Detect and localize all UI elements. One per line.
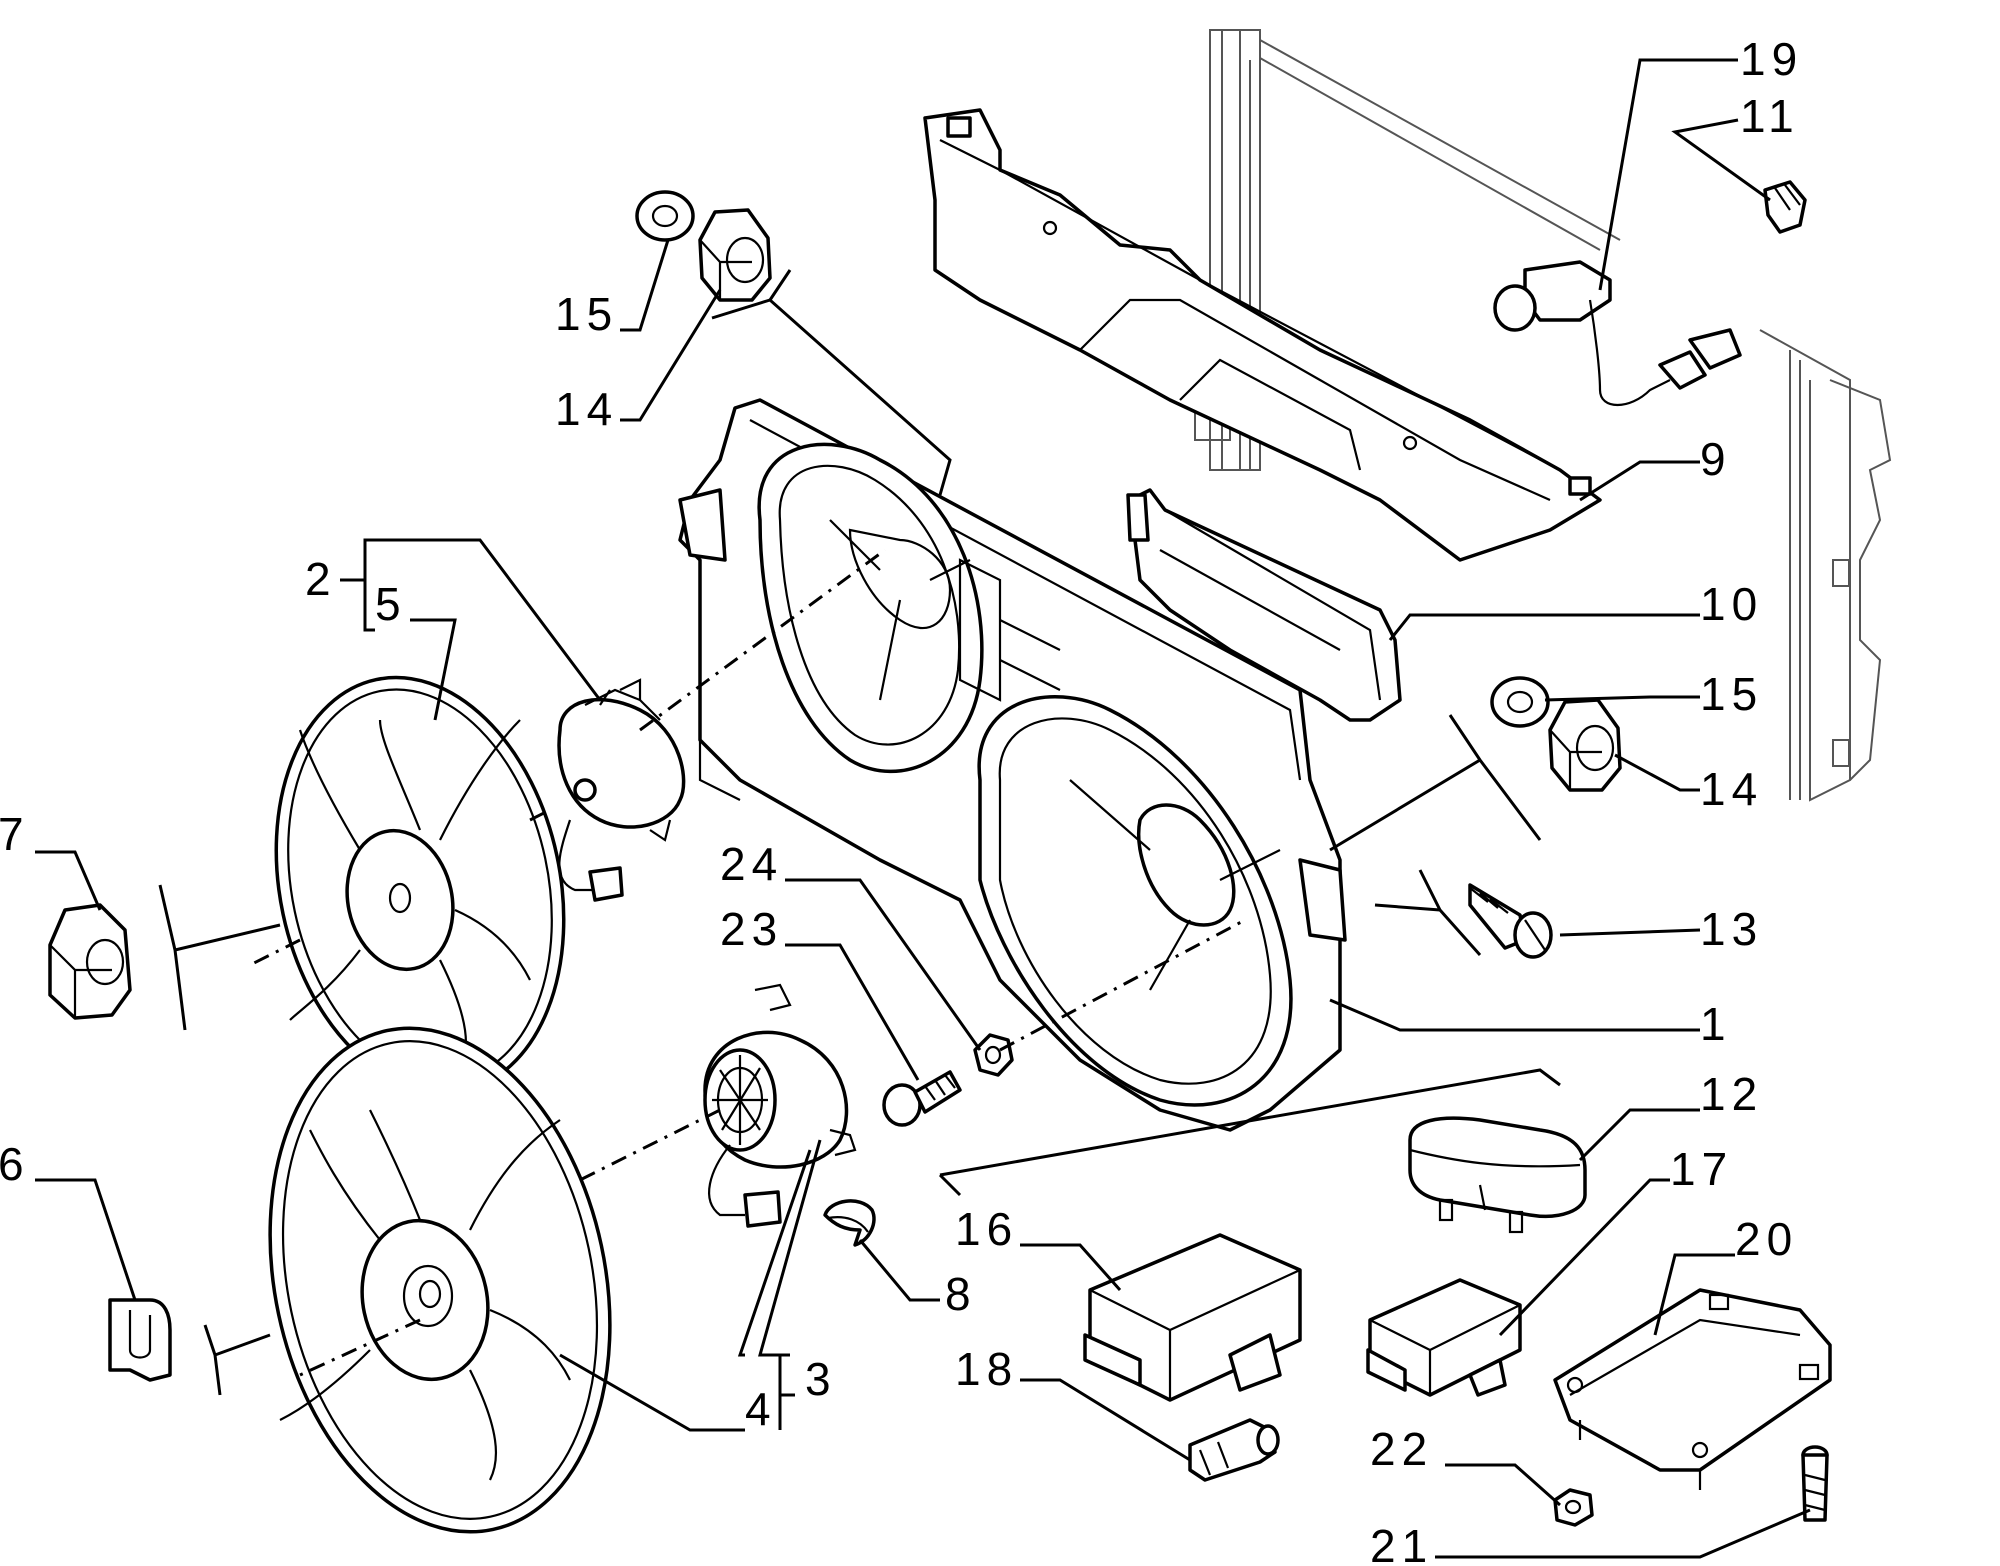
label-15-upper: 15 <box>555 288 618 340</box>
callout-chevrons <box>158 269 1561 1396</box>
bolt-part-23 <box>882 1070 962 1127</box>
label-17: 17 <box>1670 1143 1733 1195</box>
label-24: 24 <box>720 838 783 890</box>
label-13: 13 <box>1700 903 1763 955</box>
fan-motor-part-2 <box>557 678 686 902</box>
label-7: 7 <box>0 808 30 860</box>
bolt-part-21 <box>1801 1445 1829 1522</box>
radiator-outline <box>1194 29 1892 802</box>
label-6: 6 <box>0 1138 30 1190</box>
clip-part-6 <box>108 1298 172 1382</box>
leader-lines <box>35 58 1811 1559</box>
fan-blade-part-4 <box>268 1026 612 1534</box>
label-9: 9 <box>1700 433 1732 485</box>
label-4: 4 <box>745 1383 777 1435</box>
label-3: 3 <box>805 1353 837 1405</box>
label-22: 22 <box>1370 1423 1433 1475</box>
washer-part-15-right <box>1490 676 1550 728</box>
upper-crossmember-part-9 <box>923 108 1602 562</box>
control-unit-part-16 <box>1083 1233 1302 1402</box>
assembly-axis-lines <box>249 548 1246 1377</box>
relay-part-12 <box>1408 1116 1587 1234</box>
nut-part-14-upper <box>698 208 772 302</box>
label-20: 20 <box>1735 1213 1798 1265</box>
screw-part-13 <box>1468 883 1553 959</box>
bracket-part-20 <box>1553 1288 1832 1490</box>
connector-part-18 <box>1188 1418 1280 1482</box>
label-8: 8 <box>945 1268 977 1320</box>
fan-motor-part-3 <box>703 983 857 1228</box>
label-14-right: 14 <box>1700 763 1763 815</box>
fan-shroud-part-1 <box>678 398 1347 1132</box>
module-part-17 <box>1366 1278 1522 1397</box>
nut-part-14-right <box>1548 698 1622 792</box>
washer-part-15-upper <box>635 190 695 242</box>
thermo-switch-part-19 <box>1493 260 1742 406</box>
label-16: 16 <box>955 1203 1018 1255</box>
part-labels: 19 11 15 14 9 10 15 14 13 1 12 17 20 22 … <box>0 33 1803 1566</box>
nut-part-24 <box>973 1033 1014 1077</box>
label-5: 5 <box>375 578 407 630</box>
label-18: 18 <box>955 1343 1018 1395</box>
label-14-upper: 14 <box>555 383 618 435</box>
air-duct-part-10 <box>1126 488 1402 722</box>
label-23: 23 <box>720 903 783 955</box>
nut-part-22 <box>1553 1488 1594 1527</box>
label-10: 10 <box>1700 578 1763 630</box>
clamp-part-8 <box>823 1199 876 1247</box>
label-11: 11 <box>1740 90 1800 142</box>
fan-blade-part-5 <box>274 675 566 1095</box>
label-15-right: 15 <box>1700 668 1763 720</box>
label-19: 19 <box>1740 33 1803 85</box>
connector-part-11 <box>1763 180 1807 234</box>
label-21: 21 <box>1370 1520 1433 1566</box>
label-1: 1 <box>1700 998 1732 1050</box>
label-12: 12 <box>1700 1068 1763 1120</box>
nut-part-7 <box>48 903 132 1020</box>
label-2: 2 <box>305 553 337 605</box>
